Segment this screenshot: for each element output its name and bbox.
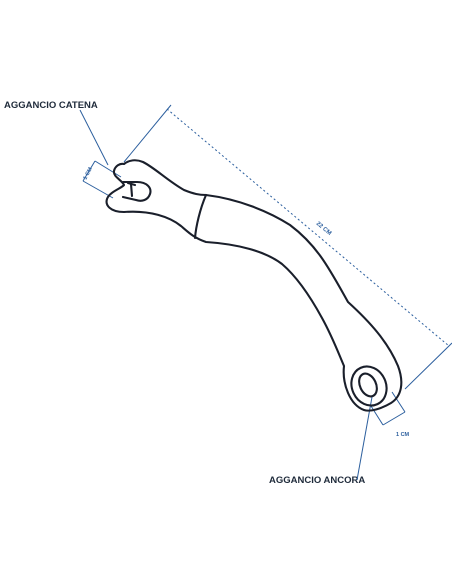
- length-dimension-label: 22 CM: [315, 221, 332, 237]
- chain-hook-width-dimension: 1 CM: [82, 160, 122, 199]
- anchor-hook-label: AGGANCIO ANCORA: [269, 475, 365, 486]
- chain-hook-width-ext-bottom: [82, 180, 114, 199]
- anchor-eye-inner: [358, 372, 378, 398]
- anchor-hook-width-label: 1 CM: [396, 432, 410, 438]
- chain-hook-width-line: [82, 160, 96, 182]
- chain-fork-slot: [121, 180, 152, 202]
- chain-hook-width-ext-top: [94, 160, 122, 178]
- length-extension-line-start: [123, 104, 172, 163]
- chain-fork-pin-head: [126, 181, 137, 187]
- chain-hook-label: AGGANCIO CATENA: [4, 100, 98, 111]
- anchor-hook-width-line: [382, 411, 406, 426]
- swivel-joint-line: [193, 193, 208, 240]
- chain-fork-pin: [129, 182, 134, 198]
- chain-hook-leader-line: [79, 109, 109, 166]
- anchor-eye-outer: [350, 365, 388, 407]
- length-extension-line-end: [404, 342, 452, 390]
- anchor-swivel-part: [105, 159, 403, 412]
- length-dimension-line: [166, 108, 450, 347]
- chain-hook-width-label: 1 CM: [82, 166, 94, 181]
- swivel-body-outline: [105, 159, 403, 412]
- anchor-hook-width-dimension: 1 CM: [370, 391, 410, 438]
- anchor-hook-width-ext-right: [391, 391, 406, 413]
- length-dimension: 22 CM: [123, 104, 452, 390]
